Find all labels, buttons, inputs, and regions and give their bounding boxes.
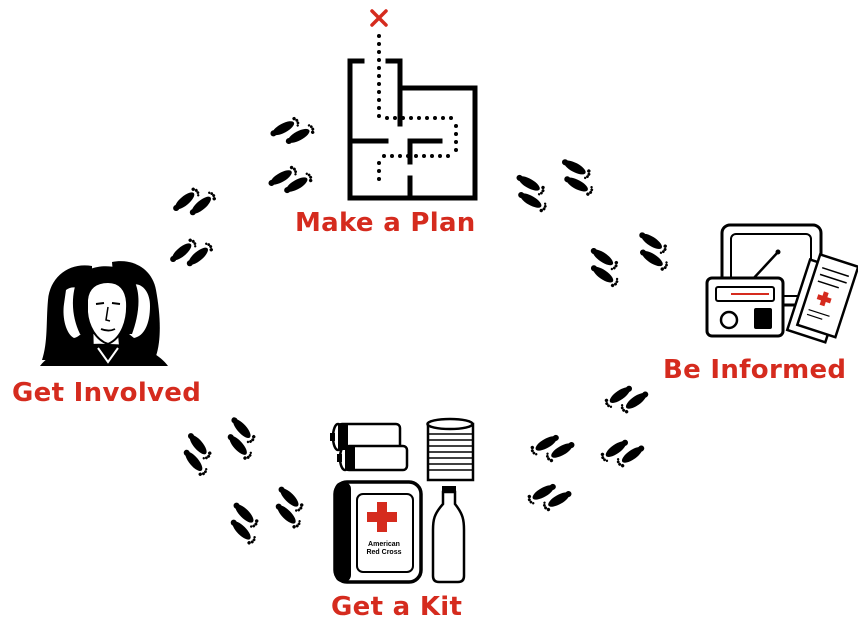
get-involved-label: Get Involved [12,378,202,408]
exit-x-marker [370,9,388,27]
canned-food-icon [426,417,475,482]
footprints-icon [553,156,602,198]
footprints-icon [525,475,574,518]
footprints-icon [174,430,220,478]
be-informed-label: Be Informed [663,355,847,385]
kit-logo-line1: American [368,541,400,548]
footprint-path-involved-to-plan [167,110,317,276]
footprints-icon [629,229,678,273]
batteries-icon [330,422,409,472]
footprints-icon [220,499,268,547]
make-a-plan-label: Make a Plan [295,208,476,238]
footprints-icon [265,483,313,531]
media-icon [705,223,858,344]
footprint-path-kit-to-involved [174,414,313,547]
footprint-path-plan-to-informed [507,156,678,289]
get-a-kit-label: Get a Kit [331,592,463,622]
footprints-icon [266,159,315,202]
footprints-icon [268,110,317,152]
radio-icon [705,249,785,338]
water-bottle-icon [431,486,466,584]
escape-route-path [377,34,458,181]
footprints-icon [602,377,651,421]
footprints-icon [528,426,577,469]
footprints-icon [167,230,215,276]
footprint-path-informed-to-kit [525,377,651,518]
people-icon [40,261,168,366]
supplies-icon: American Red Cross [330,417,475,584]
footprints-icon [218,414,264,462]
footprints-icon [170,179,218,225]
brochure-icon [785,252,858,344]
footprints-icon [598,431,647,475]
footprints-icon [507,171,556,214]
first-aid-kit-icon: American Red Cross [333,480,423,584]
footprints-icon [580,245,629,289]
kit-logo-line2: Red Cross [366,549,401,556]
floor-plan-icon [347,9,478,201]
